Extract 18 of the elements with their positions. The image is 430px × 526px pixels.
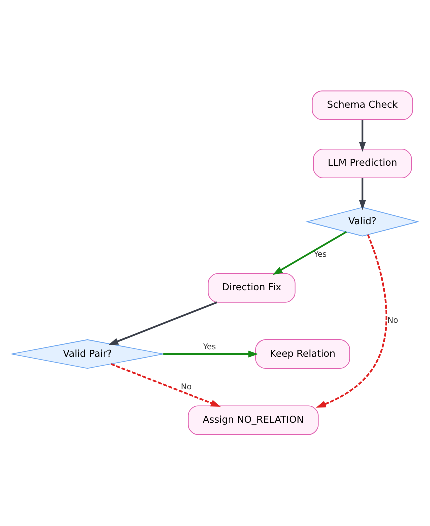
arrow xyxy=(164,350,258,358)
node-diamond: Valid Pair? xyxy=(11,340,164,370)
node-box: LLM Prediction xyxy=(313,149,412,178)
arrow xyxy=(272,231,348,276)
node-box: Schema Check xyxy=(312,90,414,120)
node-box: Keep Relation xyxy=(255,340,350,370)
node-box: Direction Fix xyxy=(208,273,296,303)
arrow xyxy=(316,234,388,408)
arrow xyxy=(359,120,366,152)
arrow xyxy=(111,364,221,407)
arrow xyxy=(359,178,366,210)
node-diamond: Valid? xyxy=(306,207,420,237)
node-box: Assign NO_RELATION xyxy=(188,406,319,436)
edge-label: Yes xyxy=(203,342,216,352)
edge-label: Yes xyxy=(314,250,327,260)
edge-label: No xyxy=(388,316,398,326)
arrow xyxy=(108,302,218,346)
edge-label: No xyxy=(181,382,192,392)
